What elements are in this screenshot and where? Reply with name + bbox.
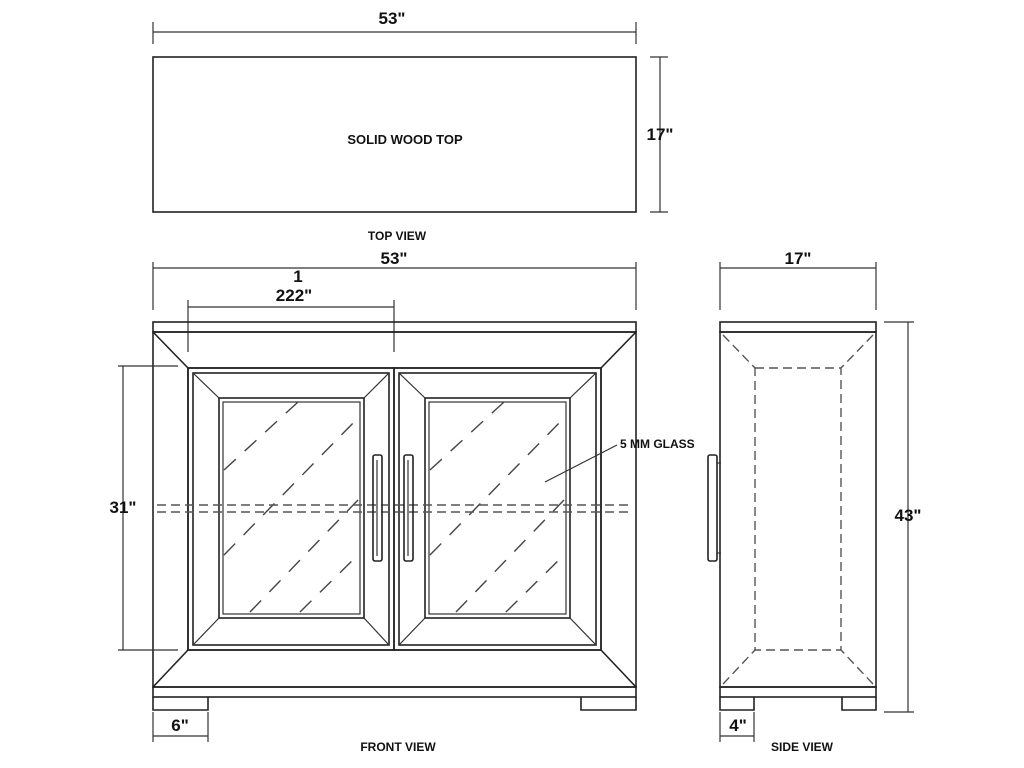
top-depth-dimension: 17": [647, 125, 674, 144]
right-glass-panel: [424, 397, 571, 619]
interior-perspective-lines: [152, 331, 637, 688]
side-handle: [707, 454, 721, 562]
left-door-handle: [372, 454, 383, 562]
side-view-label: SIDE VIEW: [771, 740, 834, 754]
door-height-dimension: 31": [110, 498, 137, 517]
left-door-inner-frame: [192, 372, 390, 646]
solid-wood-top-label: SOLID WOOD TOP: [347, 132, 463, 147]
door-height-dimension-line: [118, 365, 178, 651]
glass-leader-line: [544, 444, 618, 483]
glass-reflection-hatching: [223, 401, 565, 613]
cabinet-plinth-feet: [152, 697, 637, 711]
side-hidden-interior: [722, 334, 874, 685]
front-width-dimension: 53": [381, 249, 408, 268]
top-depth-dimension-line: [650, 56, 668, 213]
side-bottom-rail: [719, 686, 877, 698]
front-width-dimension-line: [152, 262, 637, 310]
door-width-dimension-line1: 1: [293, 267, 302, 286]
door-width-dimension-line: [187, 300, 395, 352]
top-view-label: TOP VIEW: [368, 229, 427, 243]
side-depth-dimension-line: [719, 262, 877, 310]
cabinet-bottom-rail: [152, 686, 637, 698]
side-height-dimension-line: [884, 321, 914, 713]
right-door-handle: [403, 454, 414, 562]
side-top-board: [719, 321, 877, 333]
glass-label: 5 MM GLASS: [620, 437, 695, 451]
right-door-frame: [393, 367, 602, 651]
front-view-label: FRONT VIEW: [360, 740, 436, 754]
top-width-dimension-line: [152, 22, 637, 44]
solid-wood-top-outline: [152, 56, 637, 213]
door-width-dimension-line2: 222": [276, 286, 312, 305]
front-view: 53" 1 222": [110, 249, 695, 754]
left-glass-panel: [218, 397, 365, 619]
top-view: 53" SOLID WOOD TOP 17" TOP VIEW: [152, 9, 674, 243]
front-foot-dimension: 6": [171, 716, 189, 735]
side-depth-dimension: 17": [785, 249, 812, 268]
front-foot-dimension-line: [152, 712, 209, 742]
right-door-inner-frame: [398, 372, 597, 646]
side-view: 17" 43" 4: [707, 249, 922, 754]
door-frame-bevels: [192, 372, 597, 646]
hidden-shelf-line: [157, 504, 632, 513]
side-body-outline: [719, 331, 877, 688]
side-plinth-feet: [719, 697, 877, 711]
side-foot-dimension-line: [719, 712, 755, 742]
side-height-dimension: 43": [895, 506, 922, 525]
top-width-dimension: 53": [379, 9, 406, 28]
side-foot-dimension: 4": [729, 716, 747, 735]
